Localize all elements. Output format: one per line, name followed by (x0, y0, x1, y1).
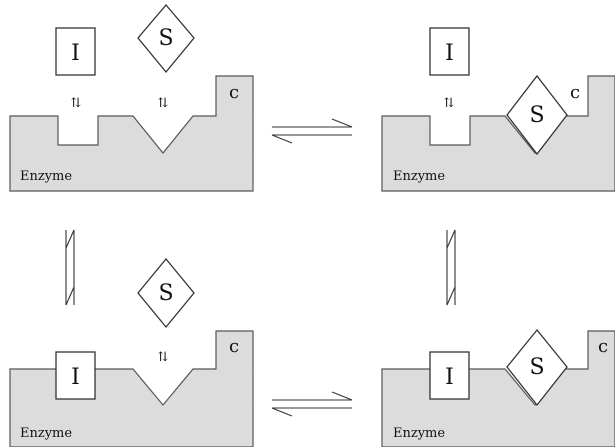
substrate-diamond (137, 257, 195, 329)
substrate-label: S (158, 281, 173, 306)
inhibitor-label: I (445, 41, 454, 66)
inhibitor-label: I (445, 365, 454, 390)
inhibitor-label: I (71, 365, 80, 390)
inhibitor-box (55, 27, 96, 76)
substrate-label: S (529, 355, 544, 380)
enzyme-label: Enzyme (393, 169, 445, 184)
enzyme-label: Enzyme (393, 426, 445, 441)
equilibrium-arrow-left (65, 229, 75, 306)
substrate-label: S (529, 103, 544, 128)
allosteric-site-label: c (570, 82, 580, 103)
bound-inhibitor-box (55, 351, 96, 400)
panel-enzyme-inhibitor-substrate-complex: Enzyme c I S (381, 328, 615, 447)
enzyme-body (9, 330, 254, 447)
bound-substrate-diamond (506, 74, 568, 156)
equilibrium-arrow-top (271, 118, 353, 144)
allosteric-site-label: c (229, 82, 239, 103)
enzyme-body (9, 75, 254, 192)
enzyme-label: Enzyme (20, 169, 72, 184)
substrate-label: S (158, 26, 173, 51)
panel-free-enzyme: Enzyme c I ⇅ S ⇅ (9, 3, 254, 192)
inhibitor-box (429, 27, 470, 76)
bound-inhibitor-box (429, 351, 470, 400)
substrate-binding-arrow: ⇅ (158, 350, 169, 365)
allosteric-site-label: c (598, 336, 608, 357)
substrate-binding-arrow: ⇅ (158, 96, 169, 111)
enzyme-label: Enzyme (20, 426, 72, 441)
equilibrium-arrow-right (446, 229, 456, 306)
inhibitor-label: I (71, 41, 80, 66)
enzyme-body (381, 330, 615, 447)
panel-enzyme-inhibitor-complex: Enzyme c I S ⇅ (9, 257, 254, 447)
allosteric-site-label: c (229, 336, 239, 357)
equilibrium-arrow-bottom (271, 391, 353, 417)
bound-substrate-diamond (506, 328, 568, 407)
inhibitor-binding-arrow: ⇅ (444, 96, 455, 111)
substrate-diamond (137, 3, 195, 74)
inhibitor-binding-arrow: ⇅ (71, 96, 82, 111)
panel-enzyme-substrate-complex: Enzyme c I ⇅ S (381, 27, 615, 192)
